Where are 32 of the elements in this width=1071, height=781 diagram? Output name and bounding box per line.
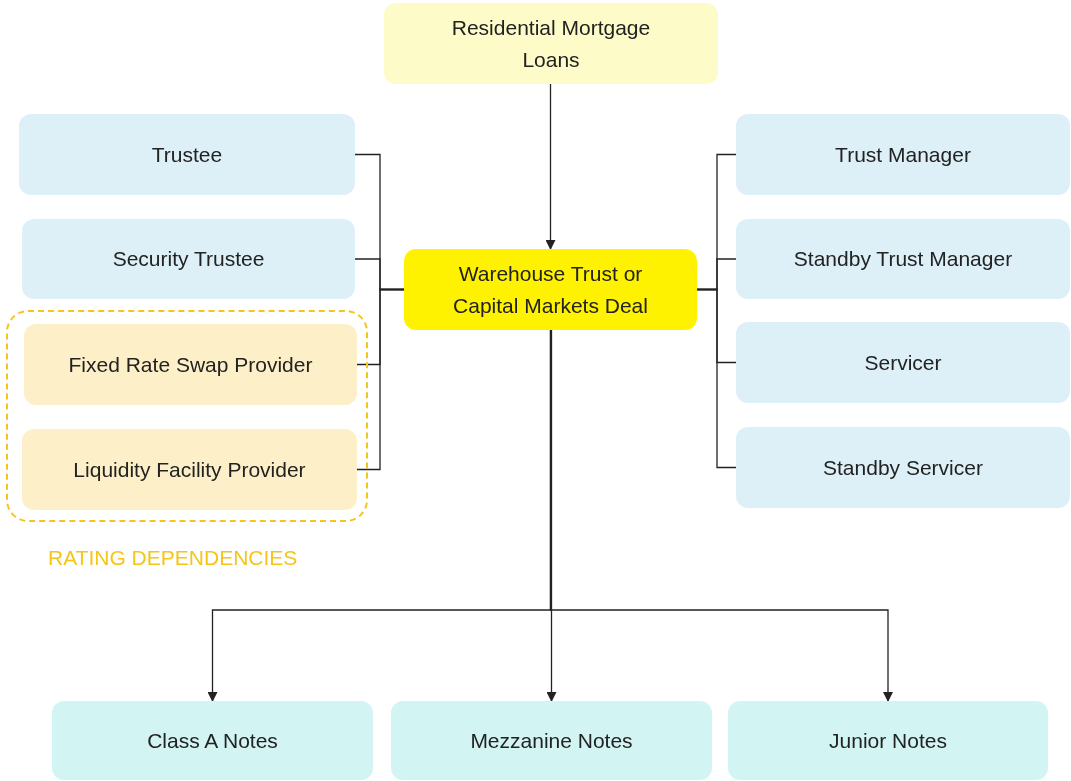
node-label: Warehouse Trust or Capital Markets Deal [452,261,649,319]
party-box [24,324,357,405]
node-label: Standby Servicer [822,454,984,481]
node-label: Mezzanine Notes [469,727,634,754]
node-label: Standby Trust Manager [792,246,1014,273]
notes-box [728,701,1048,780]
group-label: RATING DEPENDENCIES [48,545,298,571]
arrow [545,83,556,250]
source-box [384,3,718,84]
arrow [549,329,893,702]
notes-box [52,701,373,780]
party-box [22,219,355,299]
node-label: Trust Manager [834,141,972,168]
node-label: Servicer [863,349,943,376]
arrow [546,329,557,702]
node-label: Fixed Rate Swap Provider [67,351,314,378]
node-label: Residential Mortgage Loans [450,15,652,73]
node-label: Liquidity Facility Provider [72,456,307,483]
node-label: Security Trustee [111,246,266,273]
deal-box [404,249,697,330]
connector-line [696,288,737,469]
party-box [736,427,1070,508]
node-label: Junior Notes [828,727,948,754]
party-box [736,322,1070,403]
connector-line [356,288,405,471]
node-label: Class A Notes [146,727,279,754]
node-label: Trustee [150,141,224,168]
party-box [19,114,355,195]
party-box [736,219,1070,299]
party-box [22,429,357,510]
party-box [736,114,1070,195]
notes-box [391,701,712,780]
